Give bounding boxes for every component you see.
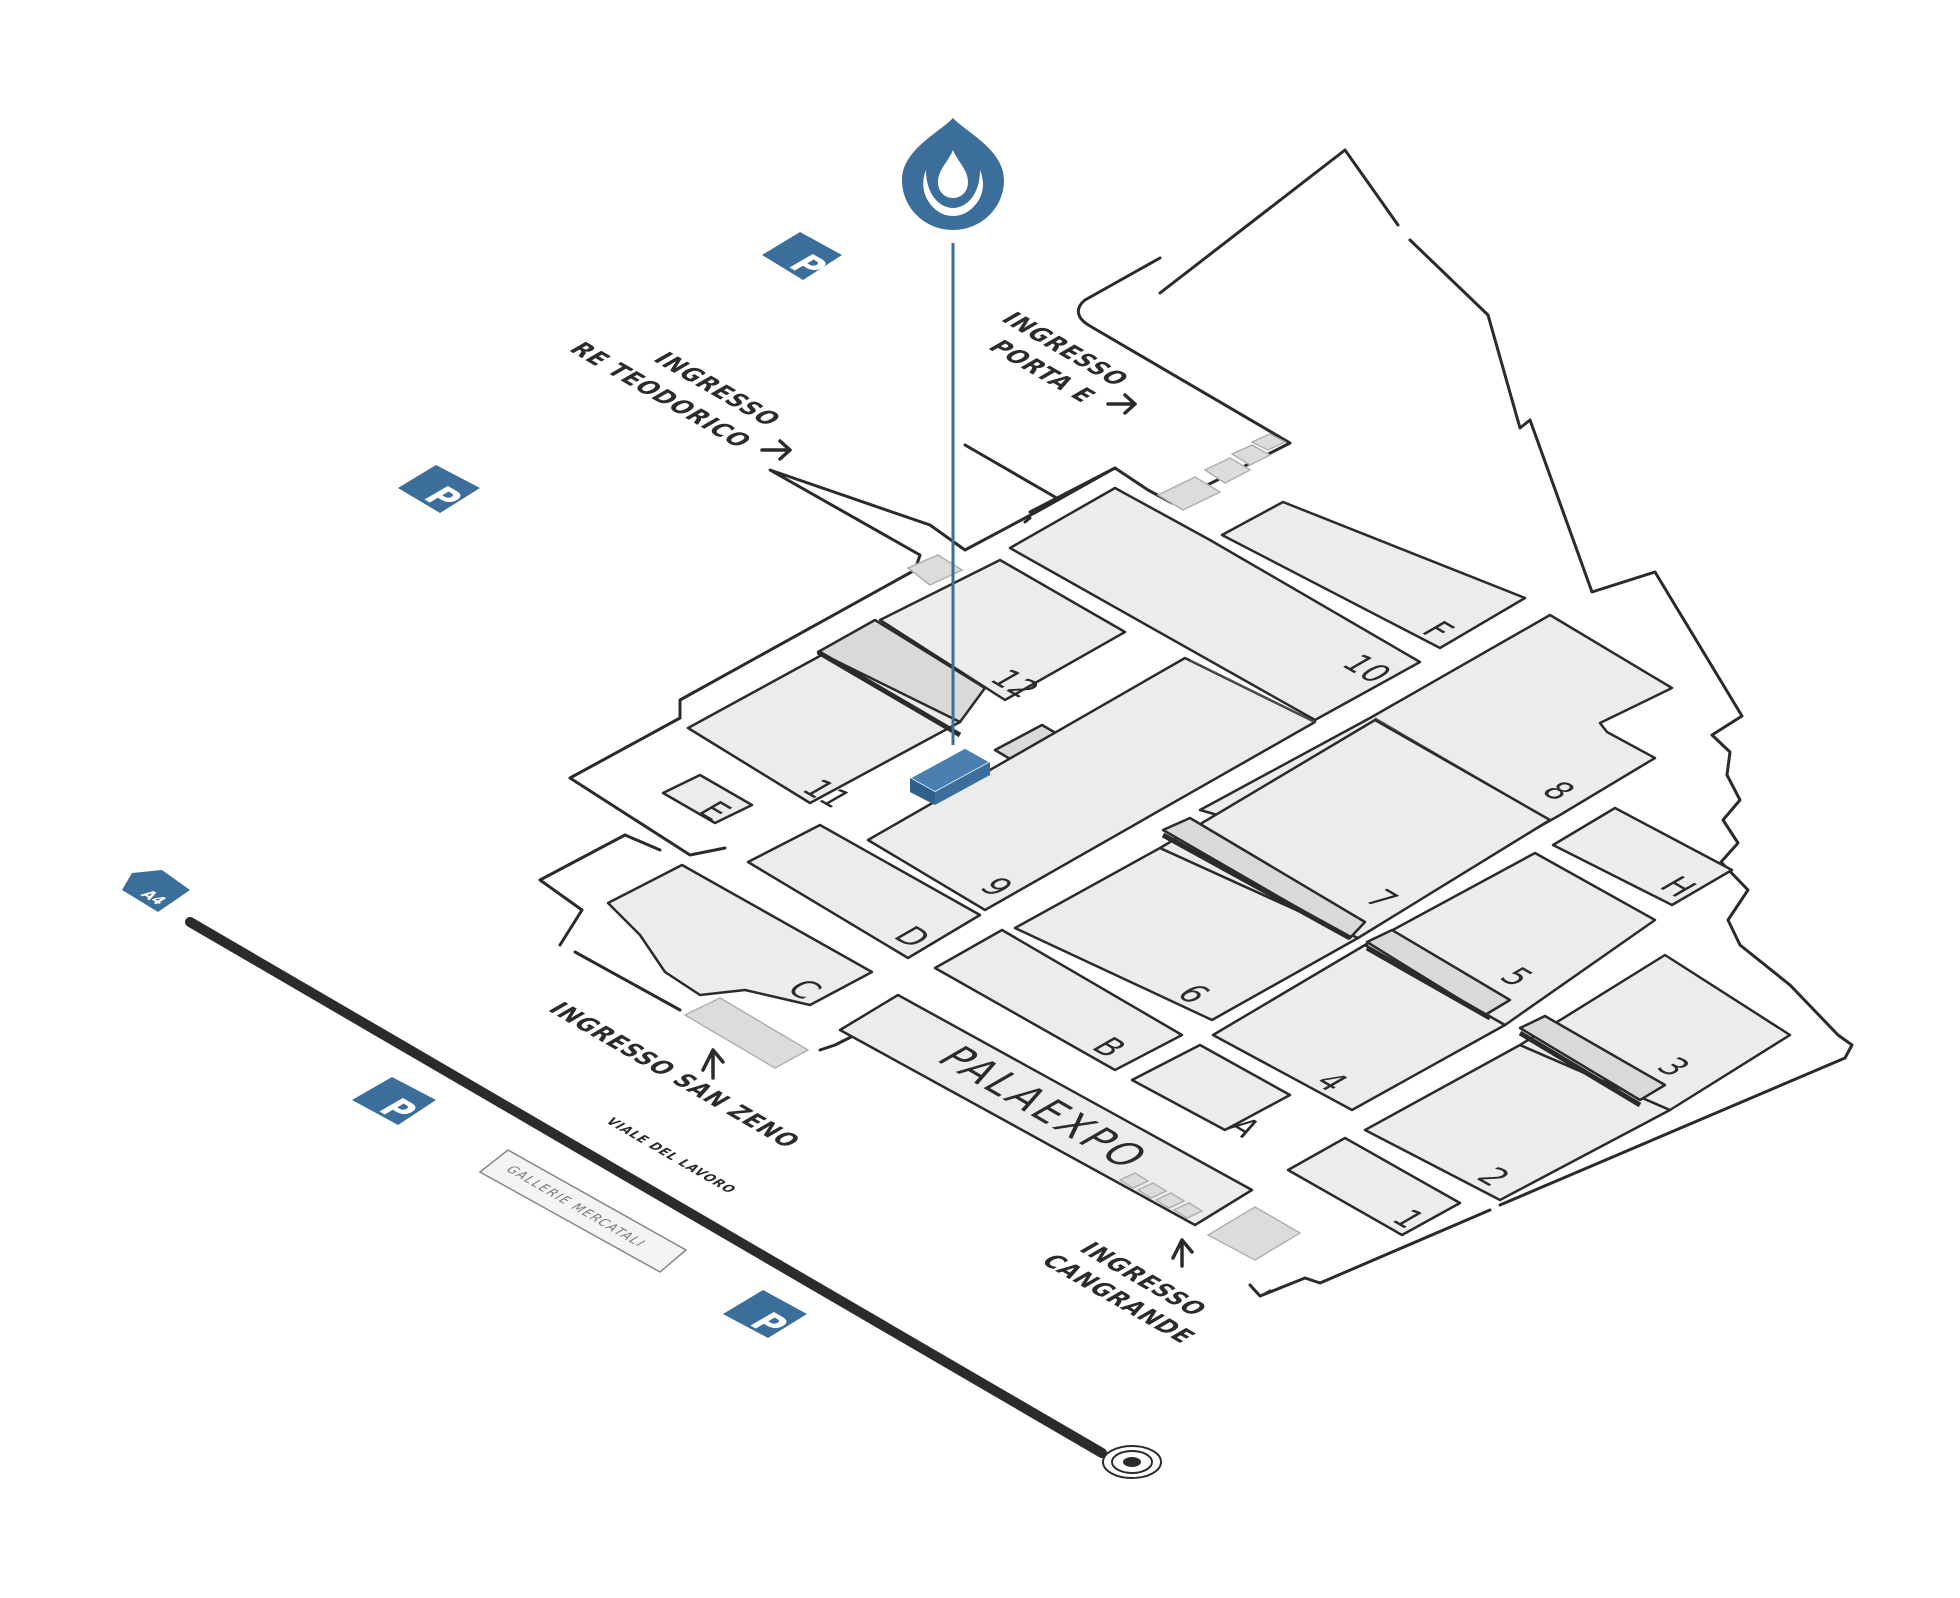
corridor-6-7-edge [1161,832,1352,941]
parking-icon[interactable] [398,465,480,513]
hall-b-shape [933,928,1184,1072]
parking-icon[interactable] [762,232,842,280]
a4-arrow-icon [122,870,190,912]
hall-1-shape [1286,1136,1462,1237]
hall-10-shape [1008,486,1422,722]
parking-icon-2[interactable]: P [398,465,480,515]
hall-9-divider [1189,659,1316,723]
hall-a-shape [1130,1043,1292,1132]
pad-porta-e-1 [1156,476,1222,511]
halls [606,486,1792,1237]
palaexpo-shape [838,993,1254,1227]
palaexpo-pad-1 [1118,1172,1150,1189]
site-boundary [538,148,1854,1298]
parking-icon[interactable] [723,1290,807,1338]
hall-f-shape [1220,500,1527,650]
south-fence [1248,1056,1847,1298]
location-target-ring [1111,1450,1153,1474]
entrance-cangrande: INGRESSO CANGRANDE [1034,1238,1214,1347]
corridor-11-12 [816,618,987,724]
east-fence [1158,148,1854,1060]
pads [683,433,1302,1261]
arrow-re-teodorico-icon [760,439,792,461]
hall-d-shape [746,823,982,960]
location-target-icon[interactable] [1102,1445,1162,1479]
parking-icon-3[interactable]: P [352,1077,436,1127]
map-pin-crescent [923,170,983,216]
corridor-4-5-edge [1365,945,1492,1021]
a4-sign: A4 [122,870,190,912]
arrow-san-zeno-icon [701,1048,725,1080]
parking-icon[interactable] [352,1077,436,1125]
map-pin[interactable] [902,118,1004,805]
corridor-2-3 [1518,1014,1667,1102]
pin-building-left [910,778,935,805]
pad-san-zeno [683,997,810,1069]
parking-signs: P P P P [352,232,842,1341]
corridor-11-12-edge [816,649,962,738]
entrance-porta-e: INGRESSO PORTA E [981,308,1137,415]
gallerie-mercatali: GALLERIE MERCATALI [478,1149,688,1273]
pin-building-right [935,762,990,805]
map-pin-drop [938,150,968,198]
parking-icon-4[interactable]: P [723,1290,807,1341]
palaexpo-pads [1118,1172,1204,1219]
pad-cangrande [1206,1206,1302,1261]
arrow-cangrande-icon [1171,1238,1194,1268]
location-target-dot [1123,1457,1141,1467]
palaexpo-pad-4 [1172,1202,1204,1219]
palaexpo-pad-2 [1136,1182,1168,1199]
pad-porta-e-3 [1230,444,1272,466]
hall-h-shape [1551,806,1734,907]
southwest-fence [538,833,857,1052]
target-marker[interactable] [1102,1445,1162,1479]
hall-c-shape [606,863,874,1007]
pad-porta-e-2 [1203,457,1252,484]
palaexpo-pad-3 [1154,1192,1186,1209]
entrance-san-zeno: INGRESSO SAN ZENO [541,998,807,1152]
arrow-porta-e-icon [1106,393,1137,415]
entrance-re-teodorico: INGRESSO RE TEODORICO [562,338,792,461]
pad-north-gate [906,554,964,586]
parking-icon-1[interactable]: P [762,232,842,283]
gallerie-mercatali-box [478,1149,688,1273]
viale-del-lavoro-road [185,917,1107,1458]
viale-del-lavoro-label: VIALE DEL LAVORO [601,1116,739,1196]
pad-porta-e-4 [1250,433,1287,451]
corridor-2-3-edge [1518,1030,1642,1108]
pin-target-building[interactable] [908,747,992,805]
hall-e-shape [661,773,754,825]
entrance-san-zeno-label: INGRESSO SAN ZENO [541,998,807,1152]
